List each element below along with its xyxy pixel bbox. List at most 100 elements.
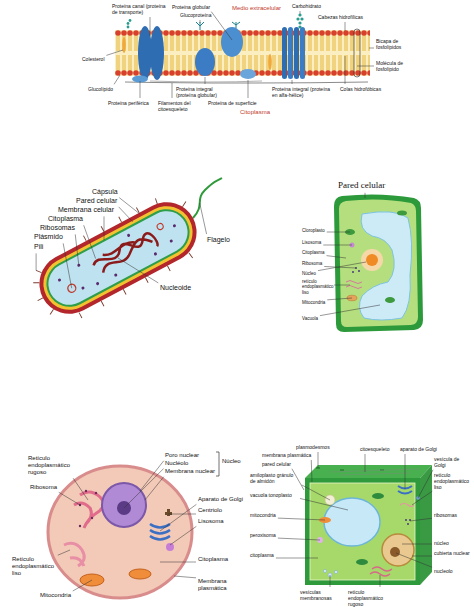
plasmid	[156, 222, 164, 230]
rough-er	[74, 492, 104, 528]
part-label: aparato de Golgi	[400, 446, 437, 452]
nucleus	[366, 254, 378, 266]
leader-line	[248, 80, 249, 98]
part-label: Molécula de fosfolípido	[376, 60, 420, 72]
glycoprotein-chain	[232, 22, 240, 28]
part-label: Glucoproteína	[180, 12, 211, 18]
cytoplasm	[41, 204, 195, 312]
cytoskeleton-filament	[150, 81, 262, 82]
part-label: Proteína integral (proteína globular)	[176, 86, 226, 98]
leader-line	[200, 20, 201, 23]
part-label: Pared celular	[76, 197, 117, 205]
part-label: Retículo endoplasmático liso	[12, 556, 56, 578]
cell-membrane-figure	[115, 13, 370, 83]
nucleus	[102, 483, 146, 527]
leader-line	[140, 81, 141, 98]
smooth-er	[400, 504, 414, 507]
leader-line	[73, 478, 88, 500]
plasmodesmata	[316, 468, 384, 470]
part-label: Nucleoide	[160, 284, 191, 292]
leader-line	[58, 550, 70, 555]
part-label: Plásmido	[34, 233, 63, 241]
smooth-er	[346, 281, 362, 289]
part-label: Citoplasma	[302, 250, 325, 255]
part-label: Proteína canal (proteína de transporte)	[112, 3, 170, 15]
pili	[21, 186, 212, 333]
part-label: retículo endoplasmático rugoso	[348, 589, 396, 607]
leader-line	[84, 225, 96, 258]
flagellum	[193, 178, 222, 218]
animal-cell-figure	[48, 452, 219, 598]
leader-line	[369, 48, 374, 49]
leader-line	[334, 285, 350, 286]
part-label: Centriolo	[198, 507, 222, 514]
part-label: Ribosomas	[40, 224, 75, 232]
cholesterol	[268, 54, 272, 70]
leader-line	[172, 83, 173, 98]
leader-line	[327, 232, 350, 233]
part-label: Lisosoma	[302, 240, 321, 245]
part-label: Flagelo	[207, 236, 230, 244]
leader-line	[106, 50, 123, 55]
nucleolus	[390, 547, 400, 557]
part-label: Citoplasma	[48, 215, 83, 223]
cytoskeleton	[330, 469, 420, 475]
part-label: Vacuola	[302, 316, 318, 321]
part-label: Membrana celular	[58, 206, 114, 214]
leader-line	[365, 193, 366, 198]
leader-line	[418, 470, 433, 498]
part-label: vesícula de Golgi	[434, 456, 470, 468]
part-label: Colesterol	[82, 56, 105, 62]
part-label: Citoplasma	[198, 556, 228, 563]
leader-line	[114, 75, 120, 84]
leader-line	[211, 12, 232, 40]
leader-line	[311, 460, 313, 482]
part-label: vesículas membranosas	[300, 589, 340, 601]
chloroplast	[372, 493, 384, 499]
helix-protein	[300, 27, 305, 79]
leader-line	[320, 305, 380, 316]
part-label: Núcleo	[302, 271, 316, 276]
vacuole	[359, 212, 411, 320]
part-label: Ribosoma	[30, 484, 57, 491]
part-label: pared celular	[262, 461, 291, 467]
part-label: Filamentos del citoesqueleto	[158, 100, 198, 112]
part-label: citoesqueleto	[360, 446, 389, 452]
capsule	[29, 192, 207, 325]
part-label: Membrana plasmática	[198, 578, 238, 592]
leader-line	[170, 526, 196, 545]
leader-line	[292, 469, 304, 490]
part-label: Medio extracelular	[232, 5, 281, 12]
surface-protein	[240, 69, 256, 79]
leader-line	[345, 22, 346, 31]
leader-line	[124, 469, 164, 508]
glycolipid-chain	[127, 19, 132, 28]
leader-line	[119, 198, 140, 214]
cell-wall	[305, 478, 420, 585]
cytoskeleton-filament	[125, 82, 368, 83]
leader-line	[396, 553, 432, 567]
leader-line	[318, 262, 366, 271]
leader-line	[119, 207, 133, 222]
part-label: Pili	[34, 243, 43, 251]
nucleus-envelope	[361, 249, 383, 271]
leader-line	[412, 556, 432, 557]
leader-line	[412, 491, 432, 505]
part-label: núcleo	[434, 540, 449, 546]
part-label: cubierta nuclear	[434, 550, 470, 556]
heading-label: Pared celular	[338, 180, 385, 191]
part-label: Bicapa de fosfolípidos	[376, 38, 420, 50]
leader-line	[292, 80, 293, 84]
vacuole	[324, 498, 380, 546]
lysosome	[166, 543, 174, 551]
leader-line	[63, 243, 72, 288]
part-label: Aparato de Golgi	[198, 496, 243, 503]
chloroplast	[385, 297, 395, 303]
part-label: Ribosoma	[302, 261, 322, 266]
plasma-membrane	[48, 466, 192, 598]
part-label: Proteína globular	[172, 4, 210, 10]
channel-protein	[150, 26, 164, 80]
integral-protein	[195, 48, 215, 76]
leader-line	[380, 575, 381, 587]
